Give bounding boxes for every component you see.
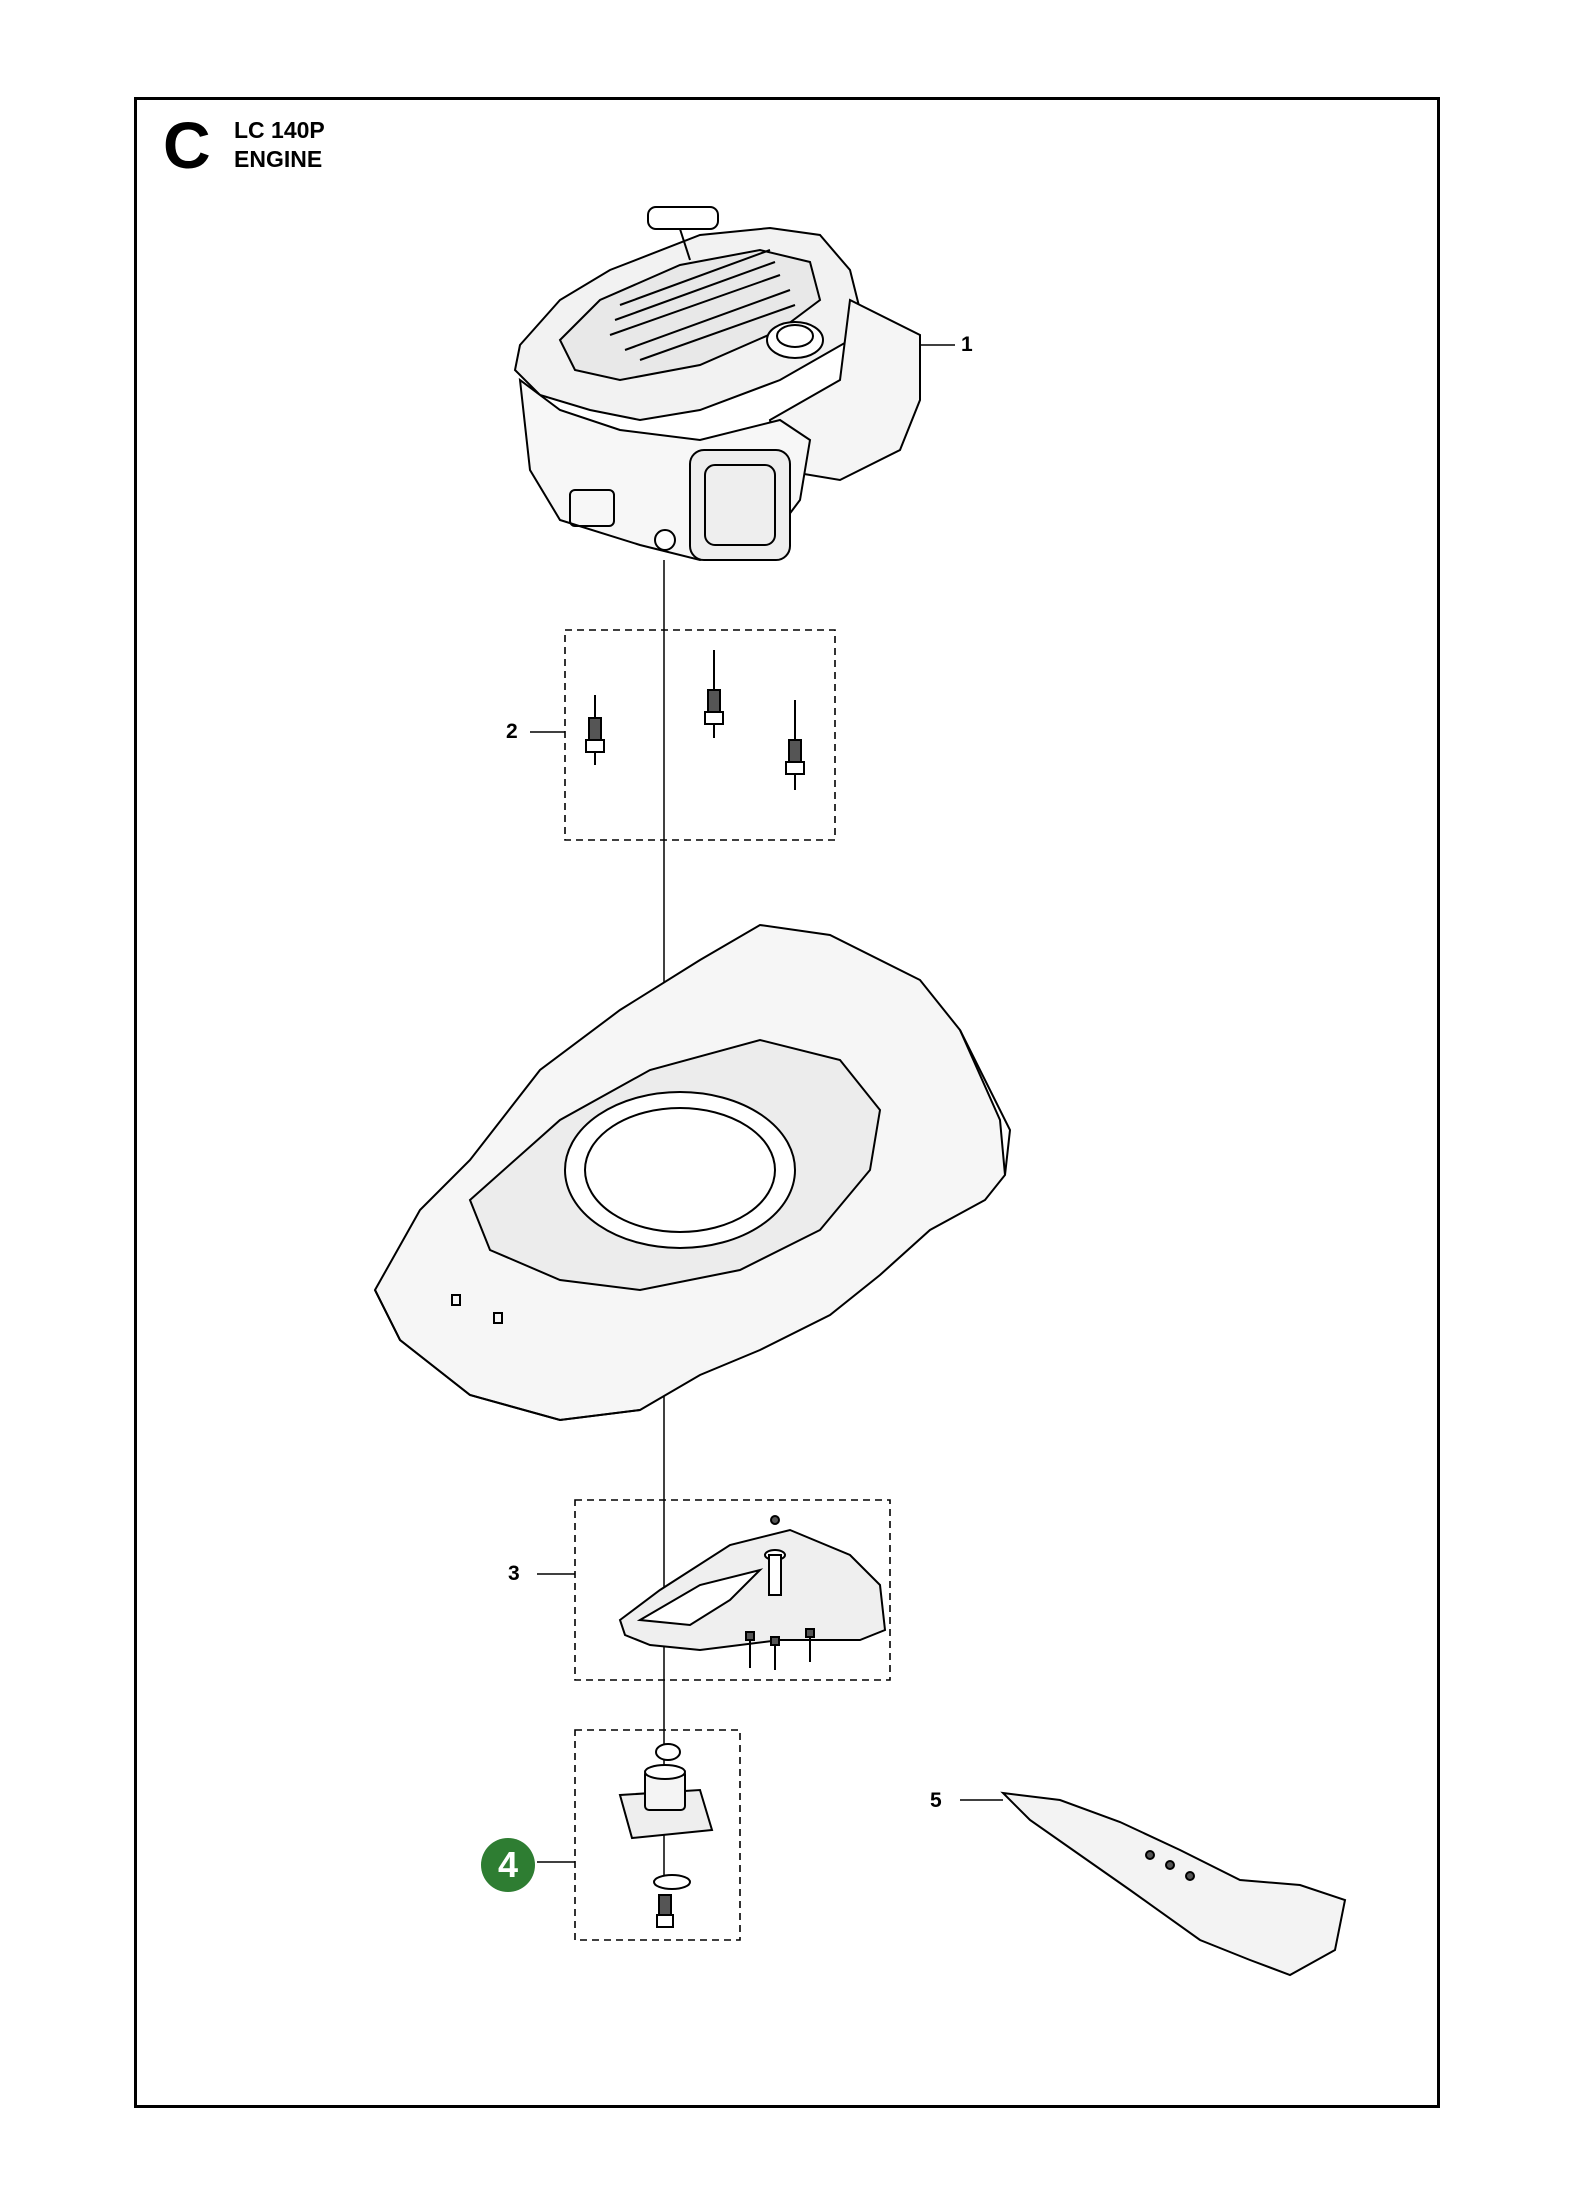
engine-part[interactable] — [513, 206, 955, 562]
screw-small-1 — [745, 1631, 755, 1668]
callout-3[interactable]: 3 — [508, 1562, 520, 1585]
callout-4[interactable]: 4 — [481, 1838, 535, 1892]
bolt-left — [585, 695, 605, 765]
adapter-kit-part[interactable] — [537, 1729, 741, 1941]
bolt-middle — [704, 650, 724, 738]
bolt-right — [785, 700, 805, 790]
model-name: LC 140P — [234, 117, 325, 143]
group-name: ENGINE — [234, 146, 323, 172]
callout-1[interactable]: 1 — [961, 333, 973, 356]
screw-small-3 — [805, 1628, 815, 1662]
cutting-blade-part[interactable] — [960, 1791, 1347, 1977]
screw-small-2 — [770, 1636, 780, 1670]
callout-2[interactable]: 2 — [506, 720, 518, 743]
section-letter: C — [163, 108, 211, 182]
mower-deck — [373, 923, 1012, 1422]
mounting-bolts-part[interactable] — [530, 629, 836, 841]
diagram-frame — [134, 97, 1440, 2108]
title-block: LC 140P ENGINE — [234, 116, 325, 174]
callout-5[interactable]: 5 — [930, 1789, 942, 1812]
guard-plate-part[interactable] — [537, 1499, 891, 1681]
